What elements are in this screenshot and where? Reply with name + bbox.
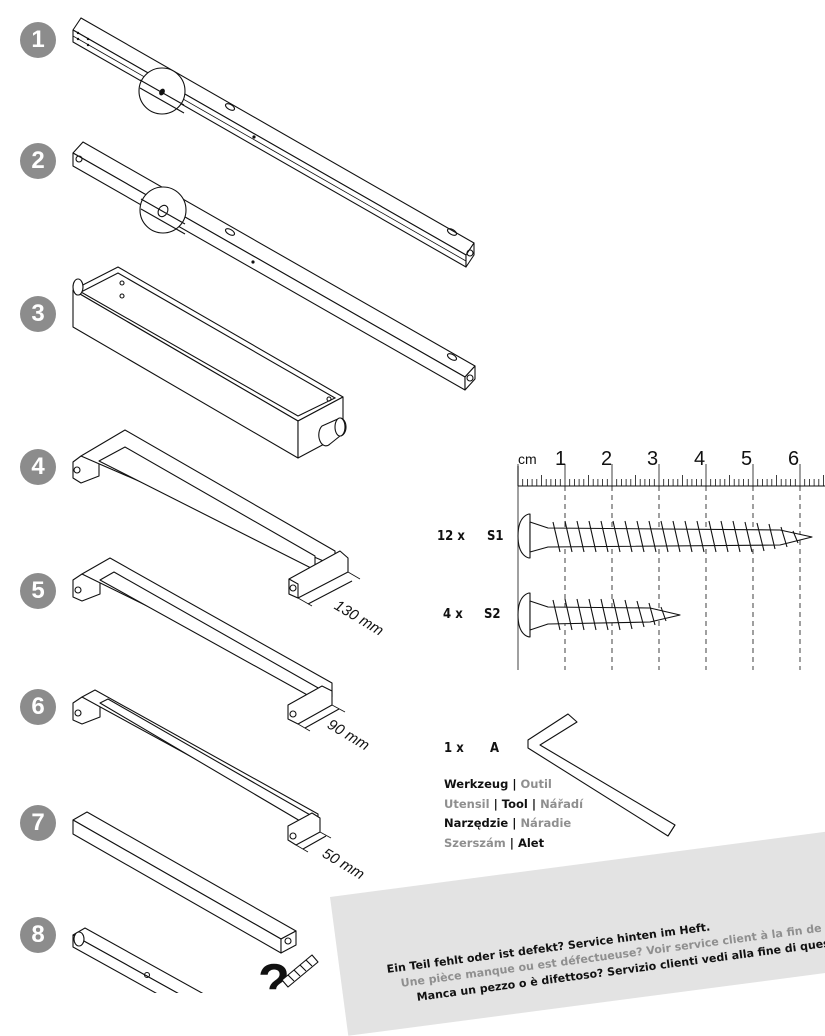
part-2-rail	[72, 141, 476, 391]
question-screw-icon: ?	[258, 954, 319, 993]
ruler	[517, 464, 825, 487]
s2-code: S2	[484, 607, 501, 622]
s2-quantity: 4 x	[443, 607, 463, 622]
ruler-mark-3: 3	[647, 448, 659, 470]
tool-label-multilingual: Werkzeug | Outil Utensil | Tool | Nářadí…	[444, 775, 583, 853]
parts-drawing: ?	[72, 17, 825, 993]
allen-key-code: A	[490, 741, 500, 756]
allen-key-drawing	[527, 713, 676, 837]
part-number-7: 7	[20, 805, 56, 841]
tool-label-line-4: Szerszám | Alet	[444, 835, 545, 850]
part-number-5: 5	[20, 573, 56, 609]
ruler-mark-6: 6	[788, 448, 800, 470]
ruler-mark-2: 2	[601, 448, 613, 470]
part-3-box	[72, 266, 347, 459]
ruler-unit: cm	[518, 451, 537, 467]
s1-quantity: 12 x	[437, 529, 465, 544]
part-number-4: 4	[20, 449, 56, 485]
tool-label-line-1: Werkzeug | Outil	[444, 777, 552, 791]
screw-s2-drawing	[517, 592, 681, 638]
ruler-mark-5: 5	[741, 448, 753, 470]
part-number-2: 2	[20, 143, 56, 179]
screw-s1-drawing	[517, 513, 813, 559]
ruler-mark-4: 4	[694, 448, 706, 470]
part-number-3: 3	[20, 296, 56, 332]
tool-label-line-2: Utensil | Tool | Nářadí	[444, 796, 584, 811]
part-number-6: 6	[20, 689, 56, 725]
part-5-bracket	[72, 557, 346, 732]
allen-key-quantity: 1 x	[444, 741, 464, 756]
s1-code: S1	[487, 529, 504, 544]
part-4-bracket	[72, 429, 361, 607]
ruler-mark-1: 1	[555, 448, 567, 470]
part-number-8: 8	[20, 917, 56, 953]
part-number-1: 1	[20, 22, 56, 58]
part-6-bracket	[72, 689, 332, 853]
svg-text:?: ?	[258, 954, 290, 993]
part-7-bar	[72, 811, 297, 954]
assembly-parts-sheet: ? Ein Teil fehlt oder ist defekt? Servic…	[20, 17, 825, 1036]
tool-label-line-3: Narzędzie | Náradie	[444, 816, 572, 830]
ruler-guide-lines	[517, 486, 801, 670]
part-8-rail	[72, 927, 204, 993]
part-1-rail	[72, 17, 475, 268]
